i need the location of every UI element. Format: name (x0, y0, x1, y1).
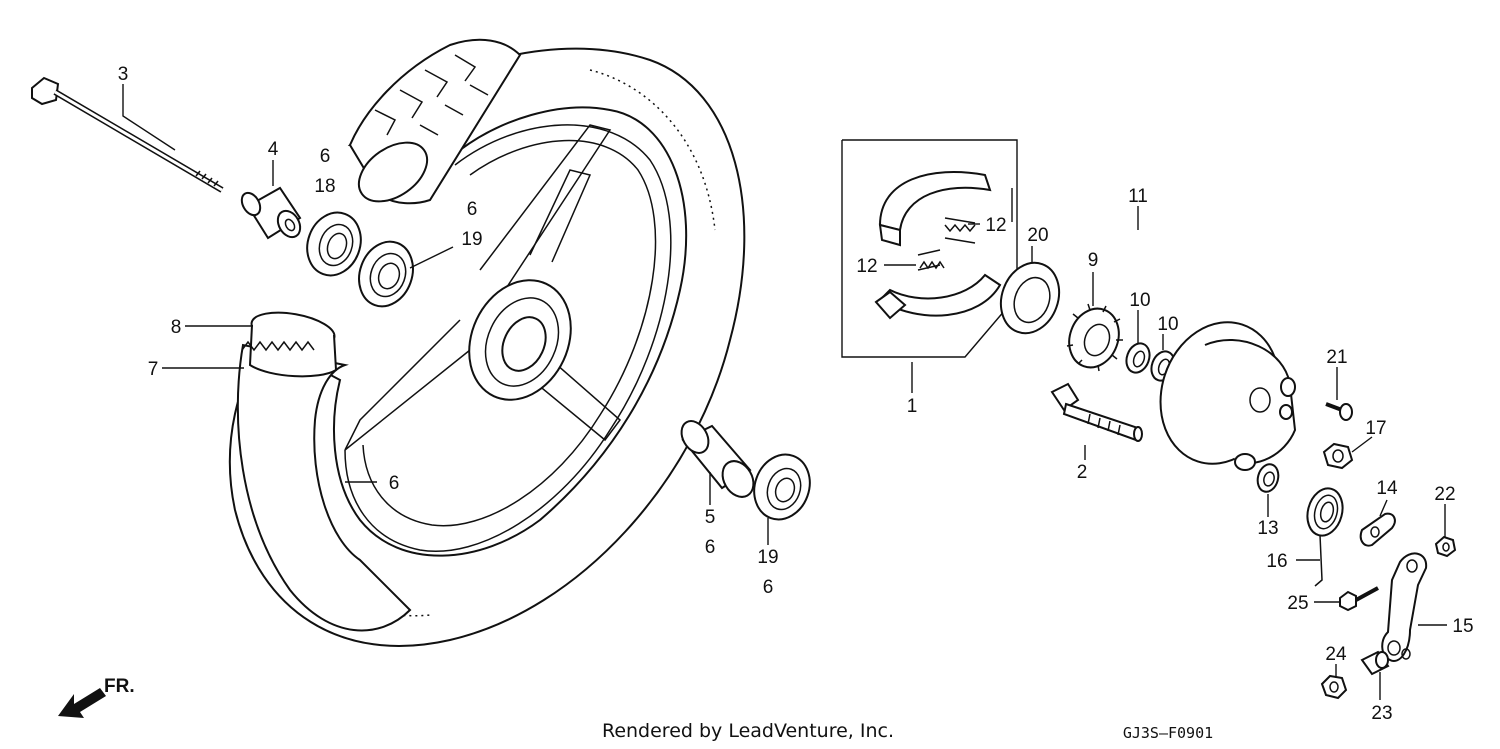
callout-8[interactable]: 8 (171, 317, 182, 338)
callout-23[interactable]: 23 (1371, 703, 1392, 724)
axle-collar[interactable] (238, 186, 305, 241)
callout-19-b[interactable]: 19 (757, 547, 778, 568)
callout-5[interactable]: 5 (705, 507, 716, 528)
callout-6-c[interactable]: 6 (389, 473, 400, 494)
callout-6-a[interactable]: 6 (320, 146, 331, 167)
return-spring[interactable] (1302, 484, 1347, 587)
callout-25[interactable]: 25 (1287, 593, 1308, 614)
joint-pin[interactable] (1360, 650, 1390, 676)
callout-24[interactable]: 24 (1325, 644, 1347, 665)
callout-4[interactable]: 4 (268, 139, 279, 160)
felt-seal[interactable] (1255, 462, 1282, 494)
callout-7[interactable]: 7 (148, 359, 159, 380)
brake-shoe-spring-left[interactable] (917, 249, 945, 271)
callout-20[interactable]: 20 (1027, 225, 1048, 246)
leader-lines (122, 84, 1447, 700)
front-direction-arrow: FR. (58, 676, 135, 718)
brake-arm[interactable] (1381, 552, 1428, 662)
cap-nut[interactable] (1320, 674, 1348, 700)
brake-panel[interactable] (1143, 307, 1298, 480)
callout-14[interactable]: 14 (1376, 478, 1398, 499)
rim-band[interactable] (241, 307, 338, 378)
callout-13[interactable]: 13 (1257, 518, 1278, 539)
callout-10-b[interactable]: 10 (1157, 314, 1178, 335)
radial-bearing-left[interactable] (350, 234, 421, 314)
brake-cam[interactable] (1050, 382, 1143, 442)
callout-9[interactable]: 9 (1088, 250, 1099, 271)
footer-credit: Rendered by LeadVenture, Inc. (602, 720, 894, 742)
callout-12-a[interactable]: 12 (985, 215, 1006, 236)
hex-nut[interactable] (1434, 535, 1457, 558)
callout-1[interactable]: 1 (907, 396, 918, 417)
callout-18[interactable]: 18 (314, 176, 335, 197)
callout-2[interactable]: 2 (1077, 462, 1088, 483)
callout-6-e[interactable]: 6 (763, 577, 774, 598)
arm-bolt[interactable] (1339, 586, 1379, 612)
callout-3[interactable]: 3 (118, 64, 129, 85)
callout-16[interactable]: 16 (1266, 551, 1287, 572)
callout-17[interactable]: 17 (1365, 418, 1386, 439)
callout-19-a[interactable]: 19 (461, 229, 482, 250)
callout-22[interactable]: 22 (1434, 484, 1455, 505)
brake-shoe-set[interactable] (841, 139, 1018, 358)
tire-tube[interactable] (236, 343, 412, 632)
front-axle[interactable] (31, 76, 224, 193)
side-collar[interactable] (676, 416, 760, 502)
front-wheel-tire[interactable] (228, 38, 746, 647)
wear-indicator-plate[interactable] (1359, 512, 1396, 547)
panel-bolt[interactable] (1325, 402, 1353, 421)
dust-seal[interactable] (299, 205, 370, 283)
speedometer-washer-a[interactable] (1123, 340, 1154, 376)
speedometer-gear[interactable] (1061, 302, 1127, 375)
callout-6-d[interactable]: 6 (705, 537, 716, 558)
callout-12-b[interactable]: 12 (856, 256, 877, 277)
panel-dust-seal[interactable] (991, 255, 1068, 342)
diagram-code: GJ3S—F0901 (1123, 724, 1213, 742)
callout-6-b[interactable]: 6 (467, 199, 478, 220)
callout-10-a[interactable]: 10 (1129, 290, 1150, 311)
brake-shoe-spring-right[interactable] (944, 217, 976, 244)
callout-21[interactable]: 21 (1326, 347, 1347, 368)
radial-bearing-right[interactable] (745, 447, 818, 527)
callout-labels: 3 4 6 18 6 19 8 7 6 5 6 19 6 1 11 12 12 … (118, 64, 1474, 724)
callout-11[interactable]: 11 (1128, 186, 1148, 207)
direction-label: FR. (104, 676, 135, 697)
callout-15[interactable]: 15 (1452, 616, 1473, 637)
flange-nut[interactable] (1322, 442, 1354, 470)
